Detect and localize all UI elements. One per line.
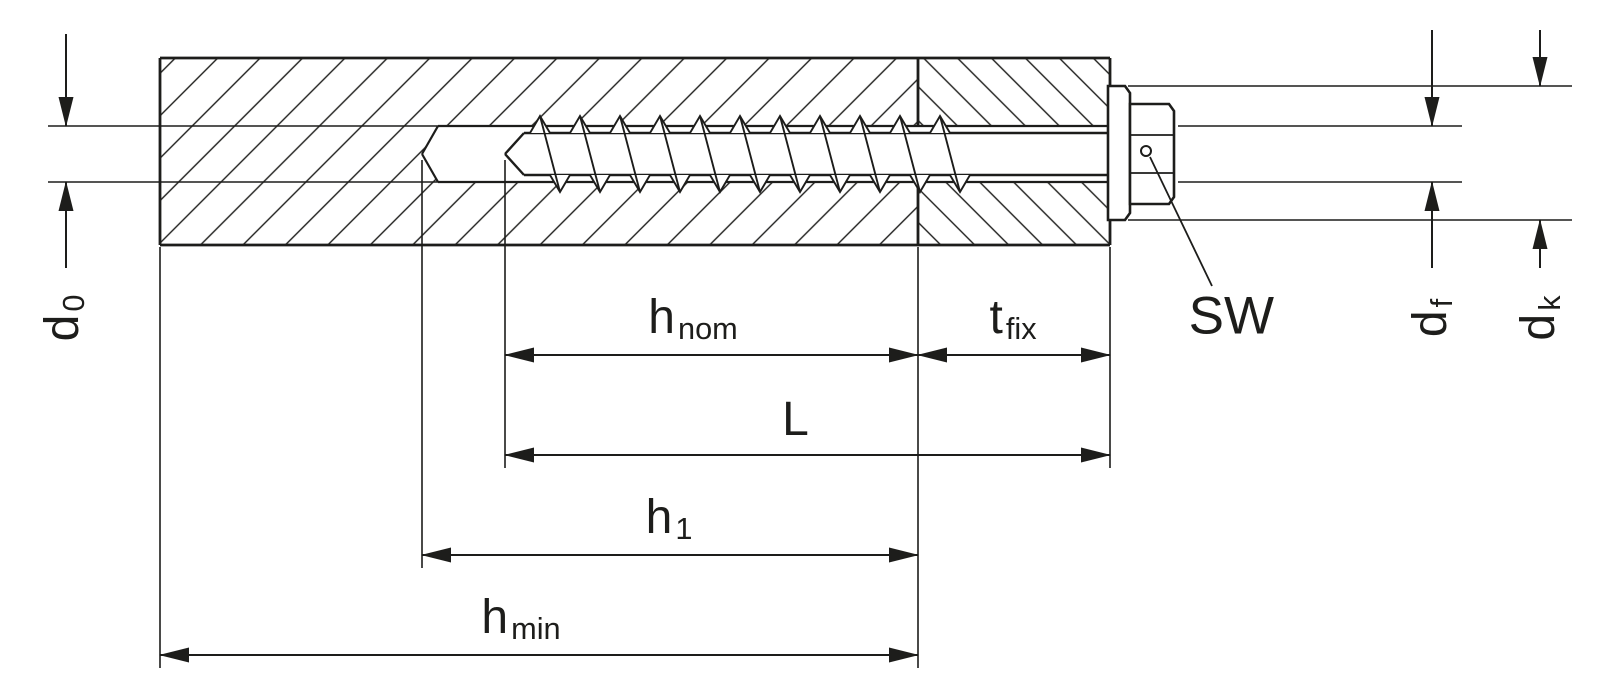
screw-tip [504,132,525,155]
label-dk: dk [1512,295,1567,341]
label-sw: SW [1189,290,1278,343]
label-h1-base: h [645,491,673,544]
label-d0-base: d [36,314,89,342]
label-tfix: tfix [989,291,1036,344]
label-dk-base: d [1512,313,1565,341]
sw-leader-line [1149,156,1213,287]
label-h1: h1 [645,491,693,544]
drill-hole [422,126,1110,182]
label-hnom-sub: nom [678,310,738,346]
label-h1-sub: 1 [675,510,693,546]
label-df-base: d [1404,310,1457,338]
concrete-screw [504,114,1108,194]
head-center-mark [1140,145,1152,157]
thread-flanks [539,115,961,193]
label-hmin-sub: min [511,610,561,646]
label-sw-base: SW [1188,286,1274,346]
head-hex [1128,102,1176,206]
label-hnom: hnom [648,291,738,344]
head-flange [1106,84,1132,222]
label-tfix-base: t [989,291,1003,344]
label-dk-sub: k [1531,295,1567,311]
label-hnom-base: h [648,291,675,344]
screw-tip [504,153,525,176]
label-d0: d0 [36,295,91,342]
label-L: L [782,396,812,444]
screw-head [1106,84,1176,222]
label-hmin-base: h [481,591,509,644]
label-d0-sub: 0 [55,294,91,312]
label-df: df [1404,299,1459,338]
label-L-base: L [782,393,809,446]
label-df-sub: f [1423,298,1459,308]
label-tfix-sub: fix [1005,310,1037,346]
label-hmin: hmin [481,591,560,644]
dimension-lines [58,30,1548,663]
